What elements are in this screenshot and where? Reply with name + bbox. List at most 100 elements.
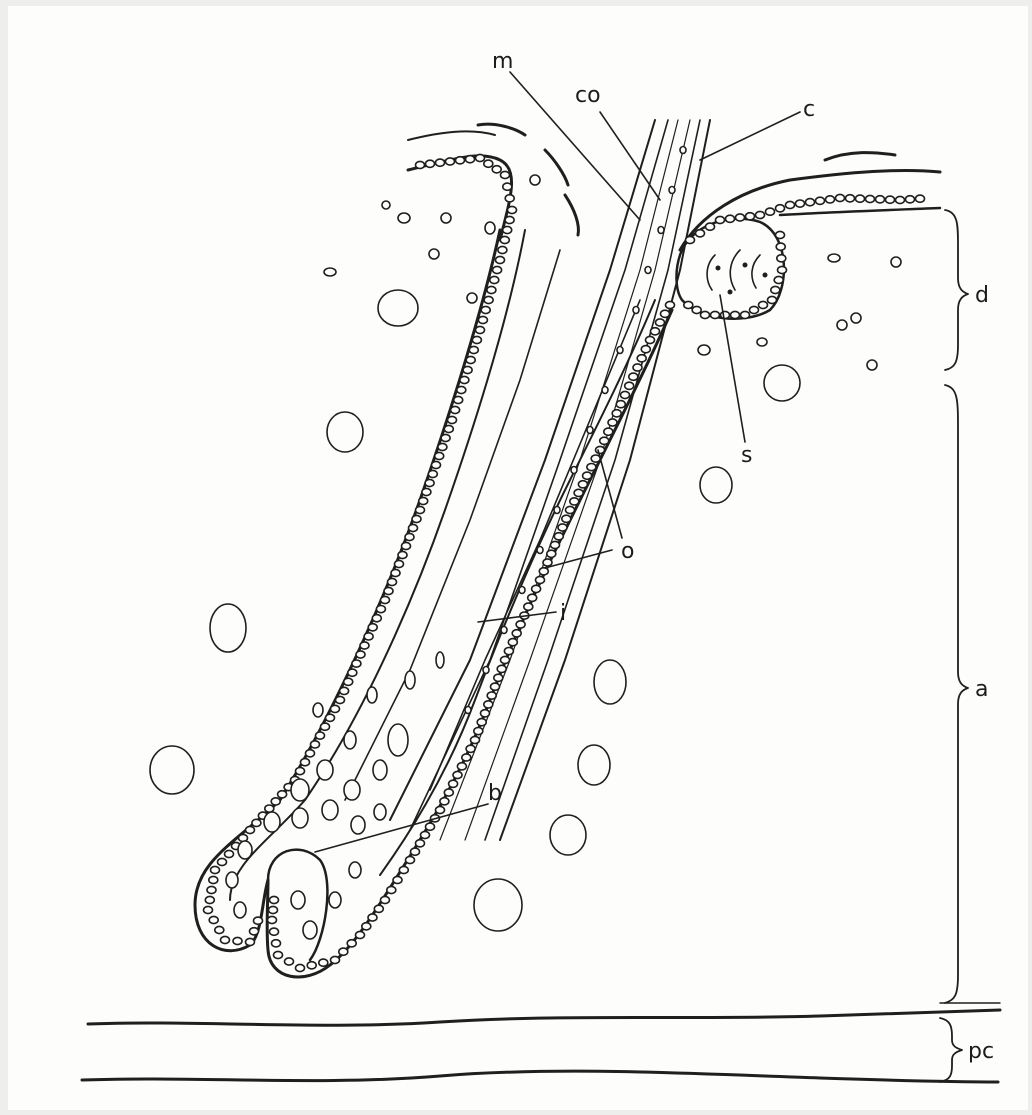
epithelial-cell [432,461,441,468]
epithelial-cell [701,311,710,318]
epithelial-cell [493,266,502,273]
bulb-cell [303,921,317,939]
epithelial-cell [388,578,397,585]
epithelial-cell [806,199,815,206]
epithelial-cell [444,425,453,432]
epithelial-cell [637,355,646,362]
dermis-cell [837,320,847,330]
label-c: c [803,97,815,122]
epithelial-cell [768,296,777,303]
epithelial-cell [296,768,305,775]
epithelial-cell [476,154,485,161]
epithelial-cell [387,886,396,893]
skin-flake-4 [825,153,895,160]
epithelial-cell [451,406,460,413]
epithelial-cell [402,542,411,549]
epithelial-cell [306,750,315,757]
epithelial-cell [696,230,705,237]
epithelial-cell [508,206,517,213]
bulb-cell [291,779,309,801]
epithelial-cell [416,506,425,513]
dermis-cell [757,338,767,346]
epithelial-cell [340,687,349,694]
dermis-cell [764,365,800,401]
dermis-cell [550,815,586,855]
epithelial-cell [776,205,785,212]
bracket-a [945,385,968,1003]
bulb-cell [374,804,386,820]
epithelial-cell [246,938,255,945]
epithelial-cell [494,674,503,681]
dermis-cell [485,222,495,234]
epithelial-cell [656,319,665,326]
epithelial-cell [543,559,552,566]
epithelial-cell [587,464,596,471]
dermis-cell [467,293,477,303]
bracket-d [945,210,968,370]
dermis-cell [324,268,336,276]
epithelial-cell [497,665,506,672]
epithelial-cell [666,301,675,308]
medulla-cell [658,227,664,234]
bulb-cell [344,731,356,749]
panniculus-lower-line [82,1071,998,1082]
epithelial-cell [225,850,234,857]
epithelial-cell [466,356,475,363]
epithelial-cell [716,216,725,223]
epithelial-cell [487,286,496,293]
label-i: i [560,601,566,626]
leader-c [700,112,800,160]
epithelial-cell [896,196,905,203]
epithelial-cell [476,326,485,333]
epithelial-cell [395,560,404,567]
epithelial-cell [501,656,510,663]
medulla-cell [554,507,560,514]
epithelial-cell [457,386,466,393]
epithelial-cell [562,515,571,522]
epithelial-cell [796,200,805,207]
epithelial-cell [756,211,765,218]
epithelial-cell [347,940,356,947]
epithelial-cell [449,780,458,787]
epithelial-cell [478,316,487,323]
epithelial-cell [209,916,218,923]
epithelial-cell [578,481,587,488]
epithelial-cell [463,366,472,373]
epithelial-cell [816,197,825,204]
label-b: b [488,781,502,806]
epithelial-cell [777,255,786,262]
epithelial-cell [360,642,369,649]
epithelial-cell [786,201,795,208]
skin-surface-left-outer [408,131,495,140]
epithelial-cell [776,231,785,238]
medulla-cell [571,467,577,474]
bulb-cell [436,652,444,668]
epithelial-cell [508,639,517,646]
medulla-cell [680,147,686,154]
bulb-cell [322,800,338,820]
epithelial-cell [307,962,316,969]
skin-flake-3 [565,195,578,235]
dermis-cell [474,879,522,931]
epithelial-cell [539,568,548,575]
sebaceous-nucleus-1 [716,266,721,271]
epithelial-cell [726,215,735,222]
epithelial-cell [771,286,780,293]
epithelial-cell [254,917,263,924]
epithelial-cell [268,916,277,923]
medulla-cell [587,427,593,434]
epithelial-cell [336,696,345,703]
epithelial-cell [296,964,305,971]
epithelial-cell [750,306,759,313]
dermis-cell [700,467,732,503]
medulla-cell [645,267,651,274]
bulb-cell [234,902,246,918]
epithelial-cell [583,472,592,479]
medulla-cell [617,347,623,354]
epithelial-cell [436,806,445,813]
epithelial-cell [612,410,621,417]
epithelial-cell [368,914,377,921]
label-o: o [621,539,634,564]
epithelial-cell [412,515,421,522]
